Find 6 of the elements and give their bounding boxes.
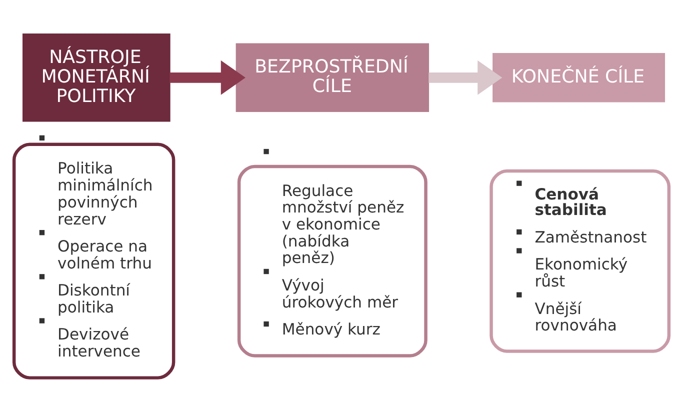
node-box: BEZPROSTŘEDNÍ CÍLE bbox=[236, 43, 430, 112]
node-box: KONEČNÉ CÍLE bbox=[492, 52, 666, 102]
arrow bbox=[428, 60, 502, 95]
node-box: Cenová stabilita Zaměstnanost Ekonomický růst Vnější rovnováha bbox=[490, 169, 671, 353]
node-box: NÁSTROJE MONETÁRNÍ POLITIKY bbox=[22, 34, 170, 122]
arrow bbox=[170, 60, 246, 95]
